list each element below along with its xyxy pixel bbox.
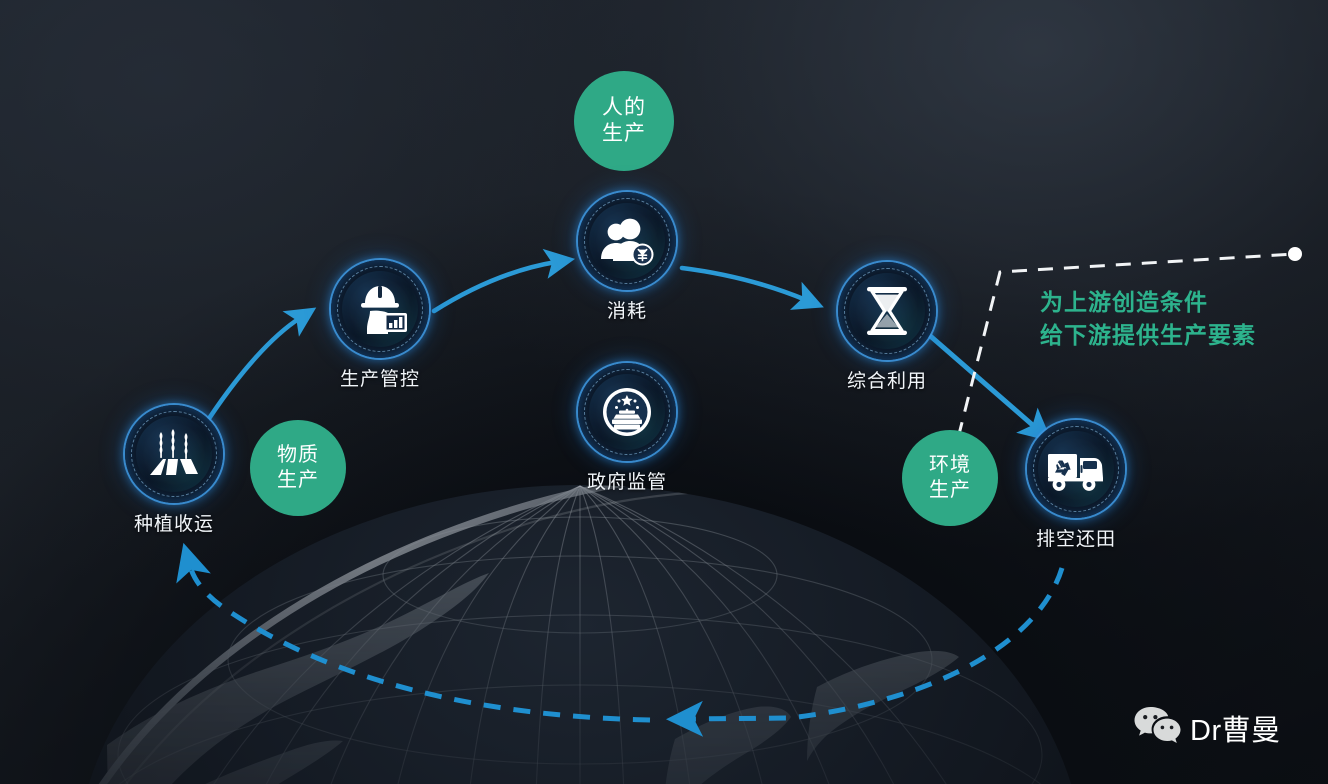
bubble-material-line1: 物质 xyxy=(277,444,319,466)
node-production-control-label: 生产管控 xyxy=(339,369,421,390)
node-ring xyxy=(125,405,223,503)
wheat-field-icon xyxy=(125,405,223,503)
bubble-human-line2: 生产 xyxy=(602,122,646,145)
node-ring xyxy=(331,260,429,358)
bubble-human-production: 人的 生产 xyxy=(574,71,674,171)
node-ring xyxy=(578,192,676,290)
hourglass-icon xyxy=(838,262,936,360)
node-planting[interactable]: 种植收运 xyxy=(125,405,223,535)
node-utilization-label: 综合利用 xyxy=(846,371,928,392)
node-consumption-label: 消耗 xyxy=(606,301,648,322)
callout-text: 为上游创造条件 给下游提供生产要素 xyxy=(1040,286,1256,353)
node-consumption[interactable]: 消耗 xyxy=(578,192,676,322)
wechat-credit-name: Dr曹曼 xyxy=(1190,714,1281,747)
national-emblem-icon xyxy=(578,363,676,461)
wechat-credit: Dr曹曼 xyxy=(1133,705,1281,750)
bubble-material-line2: 生产 xyxy=(277,469,319,491)
node-government[interactable]: 政府监管 xyxy=(578,363,676,493)
recycle-truck-icon xyxy=(1027,420,1125,518)
bubble-environment-production: 环境 生产 xyxy=(902,430,998,526)
node-utilization[interactable]: 综合利用 xyxy=(838,262,936,392)
bubble-human-line1: 人的 xyxy=(602,95,646,119)
people-yuan-icon xyxy=(578,192,676,290)
node-ring xyxy=(1027,420,1125,518)
bubble-environment-line1: 环境 xyxy=(929,454,971,476)
node-government-label: 政府监管 xyxy=(586,472,668,493)
node-return-to-field-label: 排空还田 xyxy=(1035,529,1117,550)
callout-line-1: 为上游创造条件 xyxy=(1040,289,1208,315)
worker-chart-icon xyxy=(331,260,429,358)
bubble-environment-line2: 生产 xyxy=(929,479,971,501)
bubble-material-production: 物质 生产 xyxy=(250,420,346,516)
node-planting-label: 种植收运 xyxy=(133,514,215,535)
node-return-to-field[interactable]: 排空还田 xyxy=(1027,420,1125,550)
node-production-control[interactable]: 生产管控 xyxy=(331,260,429,390)
callout-line-2: 给下游提供生产要素 xyxy=(1040,322,1256,349)
wechat-icon xyxy=(1133,705,1181,750)
